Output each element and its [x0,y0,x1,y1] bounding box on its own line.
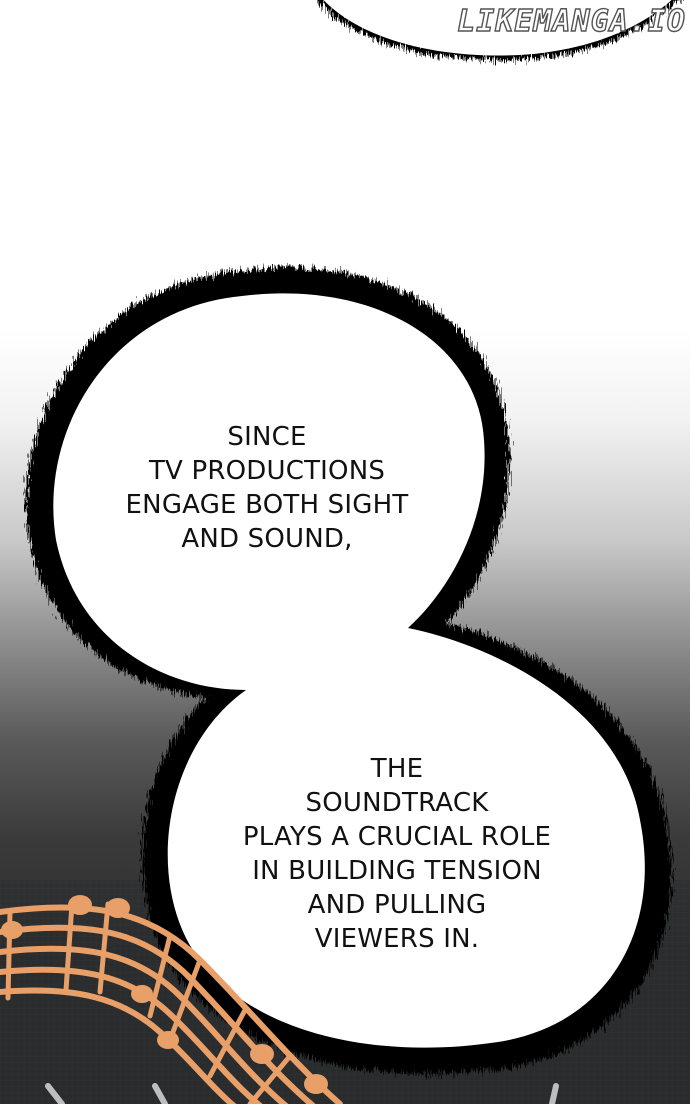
bubble-2-line: THE [370,754,424,784]
speech-bubble-fill [53,293,645,1048]
speech-bubble-2-text: THE SOUNDTRACK PLAYS A CRUCIAL ROLE IN B… [232,752,562,956]
light-streaks [45,1083,559,1104]
bubble-2-line: AND PULLING [307,890,487,920]
site-watermark: LIKEMANGA.IO [457,3,686,39]
bubble-2-line: VIEWERS IN. [314,924,480,954]
bubble-2-line: SOUNDTRACK [305,788,489,818]
speech-bubble-1-text: SINCE TV PRODUCTIONS ENGAGE BOTH SIGHT A… [112,420,422,556]
music-staff-ribbon-icon [0,895,343,1104]
bubble-2-line: PLAYS A CRUCIAL ROLE [242,822,552,852]
bubble-2-line: IN BUILDING TENSION [252,856,542,886]
bubble-1-line: AND SOUND, [181,524,353,554]
bubble-1-line: ENGAGE BOTH SIGHT [125,490,409,520]
top-speech-bubble [316,0,679,61]
bubble-1-line: SINCE [227,422,307,452]
bubble-1-line: TV PRODUCTIONS [148,456,386,486]
